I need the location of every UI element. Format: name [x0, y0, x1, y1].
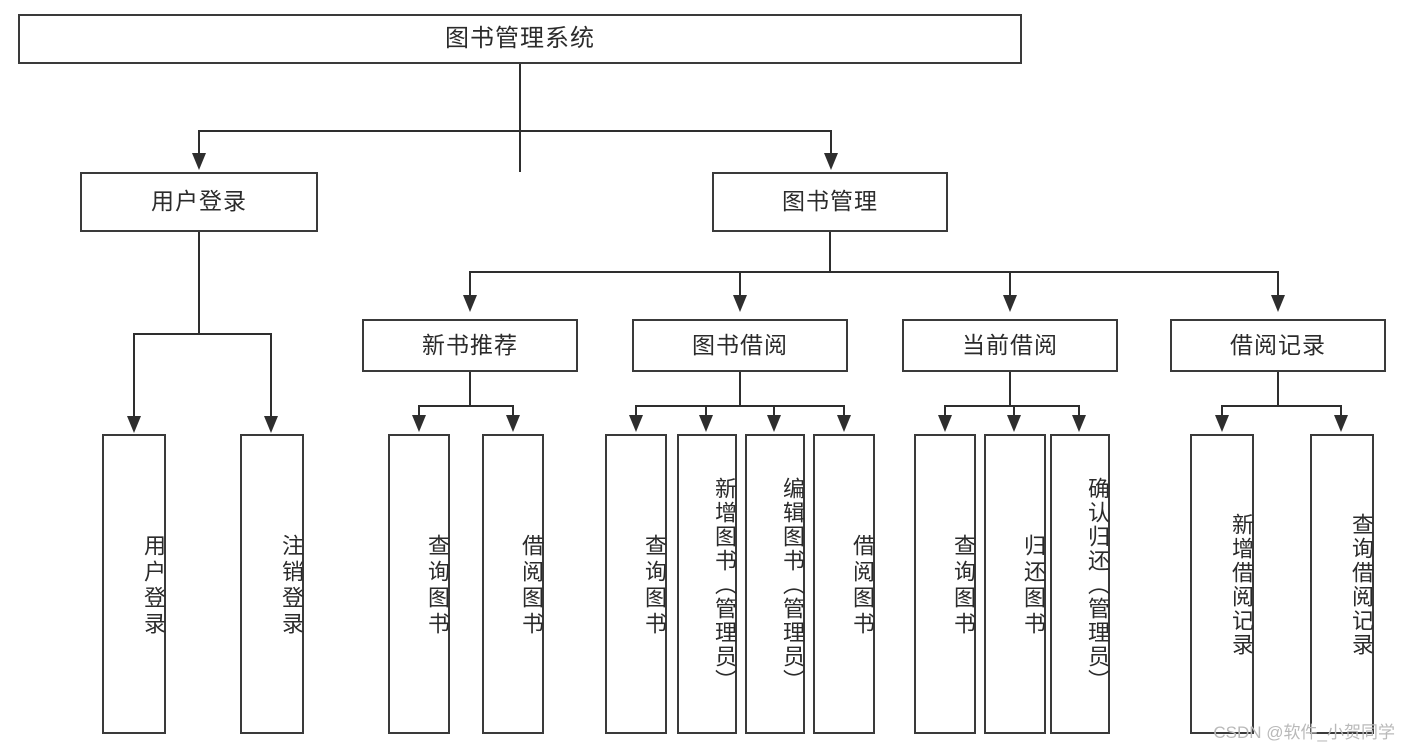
connector-drop-book-borrow	[739, 271, 741, 297]
connector-current-borrow-bus	[944, 405, 1080, 407]
connector-drop-leaf-borrow-book-1	[512, 405, 514, 417]
node-leaf-logout-login[interactable]: 注销登录	[240, 434, 304, 734]
connector-drop-leaf-logout-login	[270, 333, 272, 418]
connector-drop-leaf-confirm-return	[1078, 405, 1080, 417]
node-label: 图书借阅	[692, 331, 788, 358]
connector-drop-leaf-return-book	[1013, 405, 1015, 417]
node-leaf-borrow-book-1[interactable]: 借阅图书	[482, 434, 544, 734]
connector-level2-bus	[469, 271, 1279, 273]
node-label: 查询图书	[951, 534, 976, 638]
connector-drop-borrow-record	[1277, 271, 1279, 297]
connector-drop-leaf-query-record	[1340, 405, 1342, 417]
node-book-borrow[interactable]: 图书借阅	[632, 319, 848, 372]
node-leaf-query-book-2[interactable]: 查询图书	[605, 434, 667, 734]
connector-drop-leaf-add-record	[1221, 405, 1223, 417]
node-leaf-edit-book[interactable]: 编辑图书（管理员）	[745, 434, 805, 734]
connector-drop-leaf-add-book	[705, 405, 707, 417]
node-leaf-add-book[interactable]: 新增图书（管理员）	[677, 434, 737, 734]
node-label: 查询图书	[642, 534, 667, 638]
node-leaf-query-book-1[interactable]: 查询图书	[388, 434, 450, 734]
node-current-borrow[interactable]: 当前借阅	[902, 319, 1118, 372]
connector-drop-user-login	[198, 130, 200, 155]
node-label: 当前借阅	[962, 331, 1058, 358]
connector-level1-bus	[198, 130, 832, 132]
connector-borrow-record-bus	[1221, 405, 1342, 407]
connector-drop-leaf-query-book-1	[418, 405, 420, 417]
node-label: 归还图书	[1021, 534, 1046, 638]
arrowhead-leaf-edit-book	[767, 415, 781, 432]
node-borrow-record[interactable]: 借阅记录	[1170, 319, 1386, 372]
arrowhead-borrow-record	[1271, 295, 1285, 312]
node-label: 用户登录	[141, 534, 166, 638]
connector-borrow-record-stem	[1277, 372, 1279, 407]
connector-drop-book-manage	[830, 130, 832, 155]
node-book-manage[interactable]: 图书管理	[712, 172, 948, 232]
connector-drop-leaf-query-book-2	[635, 405, 637, 417]
arrowhead-leaf-add-book	[699, 415, 713, 432]
node-leaf-add-record[interactable]: 新增借阅记录	[1190, 434, 1254, 734]
arrowhead-leaf-confirm-return	[1072, 415, 1086, 432]
arrowhead-leaf-add-record	[1215, 415, 1229, 432]
node-new-book-recommend[interactable]: 新书推荐	[362, 319, 578, 372]
node-label: 新增图书（管理员）	[712, 477, 737, 693]
node-label: 新增借阅记录	[1229, 513, 1254, 657]
connector-drop-current-borrow	[1009, 271, 1011, 297]
node-leaf-return-book[interactable]: 归还图书	[984, 434, 1046, 734]
connector-drop-leaf-user-login	[133, 333, 135, 418]
connector-book-borrow-stem	[739, 372, 741, 407]
node-label: 用户登录	[151, 188, 247, 215]
arrowhead-leaf-query-book-2	[629, 415, 643, 432]
arrowhead-book-manage	[824, 153, 838, 170]
node-leaf-user-login[interactable]: 用户登录	[102, 434, 166, 734]
node-leaf-borrow-book-2[interactable]: 借阅图书	[813, 434, 875, 734]
arrowhead-current-borrow	[1003, 295, 1017, 312]
node-label: 新书推荐	[422, 331, 518, 358]
connector-user-login-stem	[198, 232, 200, 335]
arrowhead-leaf-borrow-book-2	[837, 415, 851, 432]
node-label: 查询图书	[425, 534, 450, 638]
connector-book-borrow-bus	[635, 405, 845, 407]
node-label: 图书管理	[782, 188, 878, 215]
node-leaf-query-record[interactable]: 查询借阅记录	[1310, 434, 1374, 734]
node-label: 借阅图书	[519, 534, 544, 638]
connector-drop-leaf-query-book-3	[944, 405, 946, 417]
arrowhead-leaf-query-record	[1334, 415, 1348, 432]
node-label: 图书管理系统	[445, 24, 595, 52]
arrowhead-book-borrow	[733, 295, 747, 312]
node-label: 注销登录	[279, 534, 304, 638]
node-label: 借阅记录	[1230, 331, 1326, 358]
arrowhead-leaf-borrow-book-1	[506, 415, 520, 432]
arrowhead-leaf-logout-login	[264, 416, 278, 433]
arrowhead-user-login	[192, 153, 206, 170]
connector-root-stem	[519, 64, 521, 172]
connector-book-manage-stem	[829, 232, 831, 273]
node-label: 借阅图书	[850, 534, 875, 638]
arrowhead-leaf-user-login	[127, 416, 141, 433]
arrowhead-leaf-query-book-1	[412, 415, 426, 432]
connector-drop-leaf-edit-book	[773, 405, 775, 417]
connector-new-book-recommend-stem	[469, 372, 471, 407]
connector-new-book-recommend-bus	[418, 405, 513, 407]
connector-drop-new-book-recommend	[469, 271, 471, 297]
node-label: 查询借阅记录	[1349, 513, 1374, 657]
node-leaf-query-book-3[interactable]: 查询图书	[914, 434, 976, 734]
node-leaf-confirm-return[interactable]: 确认归还（管理员）	[1050, 434, 1110, 734]
node-label: 确认归还（管理员）	[1085, 477, 1110, 693]
connector-drop-leaf-borrow-book-2	[843, 405, 845, 417]
node-user-login[interactable]: 用户登录	[80, 172, 318, 232]
arrowhead-leaf-query-book-3	[938, 415, 952, 432]
node-label: 编辑图书（管理员）	[780, 477, 805, 693]
connector-user-login-bus	[133, 333, 271, 335]
connector-current-borrow-stem	[1009, 372, 1011, 407]
arrowhead-new-book-recommend	[463, 295, 477, 312]
node-root-book-management-system[interactable]: 图书管理系统	[18, 14, 1022, 64]
arrowhead-leaf-return-book	[1007, 415, 1021, 432]
